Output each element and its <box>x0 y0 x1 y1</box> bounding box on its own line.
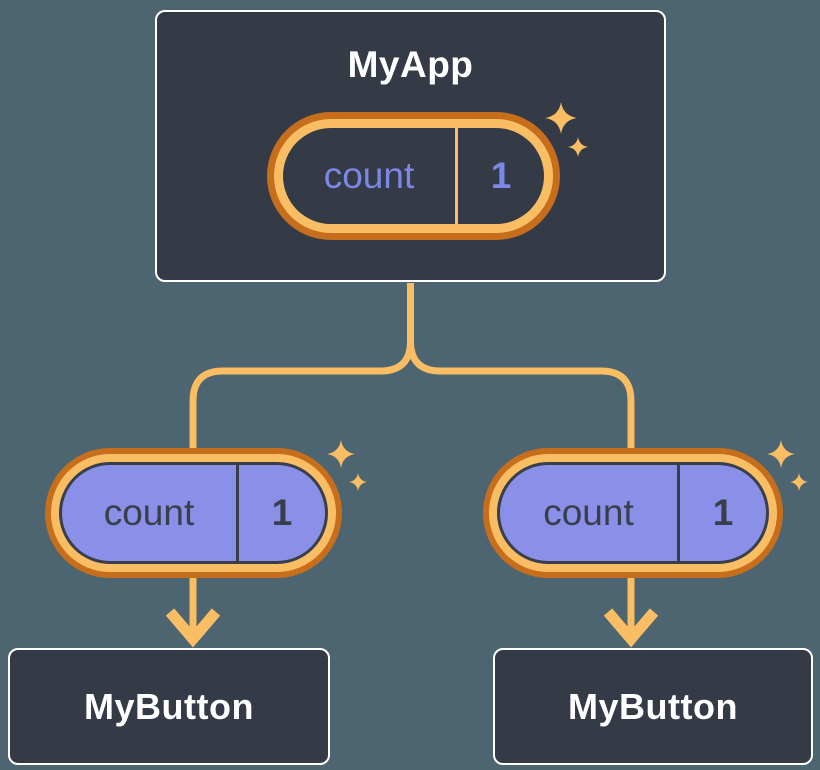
pill-divider <box>236 465 239 561</box>
state-name: count <box>323 155 415 196</box>
state-name: count <box>103 492 195 533</box>
pill-divider <box>455 128 458 224</box>
pill-divider <box>677 465 680 561</box>
component-title: MyButton <box>568 685 738 727</box>
arrow-right-head <box>603 608 659 648</box>
pill-body: count 1 <box>497 462 769 564</box>
pill-body: count 1 <box>59 462 328 564</box>
state-value: 1 <box>271 492 293 533</box>
state-pill-parent: count 1 <box>267 112 560 240</box>
state-value: 1 <box>490 155 512 196</box>
arrow-left-head <box>165 608 221 648</box>
branch-right-line <box>407 283 635 452</box>
component-title: MyButton <box>84 685 254 727</box>
component-node-mybutton-left: MyButton <box>8 648 330 765</box>
pill-ring: count 1 <box>489 454 777 572</box>
component-node-mybutton-right: MyButton <box>493 648 813 765</box>
state-pill-child-left: count 1 <box>45 448 342 578</box>
state-value: 1 <box>712 492 734 533</box>
pill-ring: count 1 <box>274 119 553 233</box>
branch-left-line <box>189 283 414 452</box>
pill-ring: count 1 <box>51 454 336 572</box>
state-name: count <box>543 492 634 533</box>
state-pill-child-right: count 1 <box>483 448 783 578</box>
pill-body: count 1 <box>283 128 544 224</box>
component-title: MyApp <box>347 44 474 85</box>
